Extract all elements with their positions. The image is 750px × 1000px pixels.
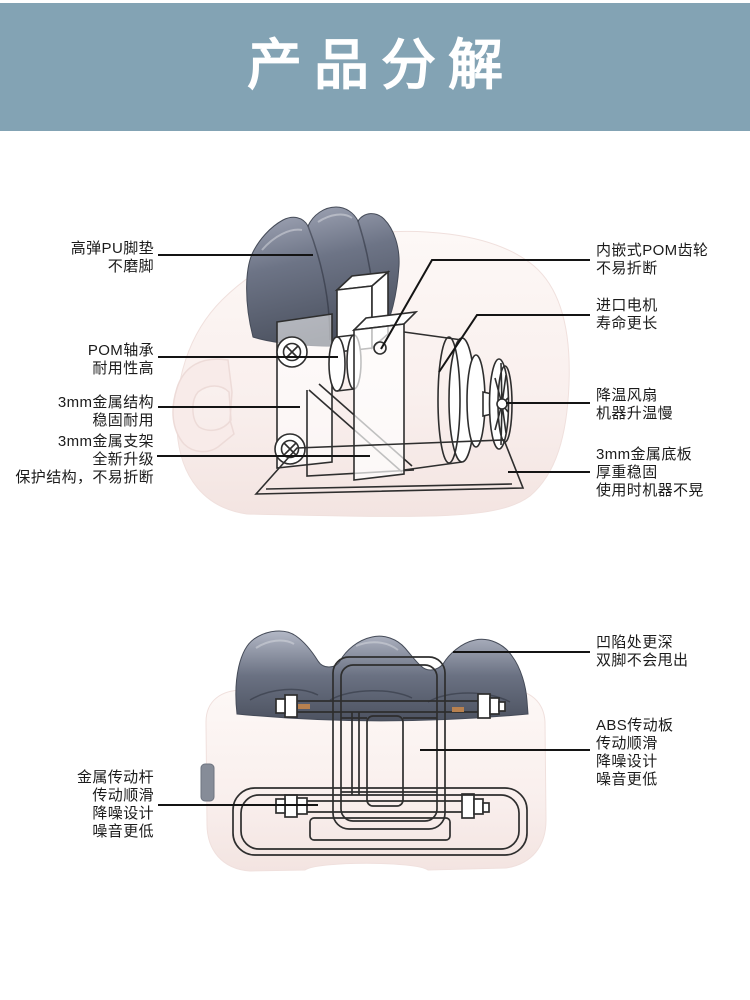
base-plate [254, 439, 525, 495]
figure1-handle [172, 358, 235, 453]
figure1-mechanism [254, 270, 525, 495]
lower-panel [309, 817, 451, 841]
label-pom-gear: 内嵌式POM齿轮 不易折断 [596, 242, 709, 277]
label-metal-structure: 3mm金属结构 稳固耐用 [57, 394, 154, 429]
label-abs-drive-plate: ABS传动板 传动顺滑 降噪设计 噪音更低 [596, 717, 674, 788]
page-title: 产品分解 [246, 33, 515, 96]
screw-bottom [274, 433, 306, 465]
abs-plate [341, 715, 437, 807]
header-band: 产品分解 [0, 3, 750, 131]
screw-top [276, 336, 308, 368]
label-cooling-fan: 降温风扇 机器升温慢 [596, 387, 674, 422]
leader-motor [438, 314, 590, 373]
power-button [200, 763, 215, 802]
figure2-body [205, 689, 547, 872]
leader-pom-gear [380, 259, 590, 350]
label-pu-foot-pad: 高弹PU脚垫 不磨脚 [70, 240, 154, 275]
figure1-leader-lines [157, 254, 590, 473]
label-deep-recess: 凹陷处更深 双脚不会甩出 [596, 634, 689, 669]
figure2-leader-lines [158, 651, 590, 806]
vertical-bars [351, 712, 360, 795]
metal-frame [332, 656, 446, 830]
label-metal-base-plate: 3mm金属底板 厚重稳固 使用时机器不晃 [596, 446, 704, 499]
figure1-drawing [157, 206, 590, 517]
figure2-drawing [158, 630, 590, 872]
label-metal-bracket: 3mm金属支架 全新升级 保护结构，不易折断 [15, 433, 154, 486]
label-metal-drive-rod: 金属传动杆 传动顺滑 降噪设计 噪音更低 [76, 769, 154, 840]
label-pom-bearing: POM轴承 耐用性高 [87, 342, 154, 377]
upper-drive-rod [275, 693, 506, 719]
label-imported-motor: 进口电机 寿命更长 [596, 297, 658, 332]
figure2-base-plate [232, 787, 528, 856]
